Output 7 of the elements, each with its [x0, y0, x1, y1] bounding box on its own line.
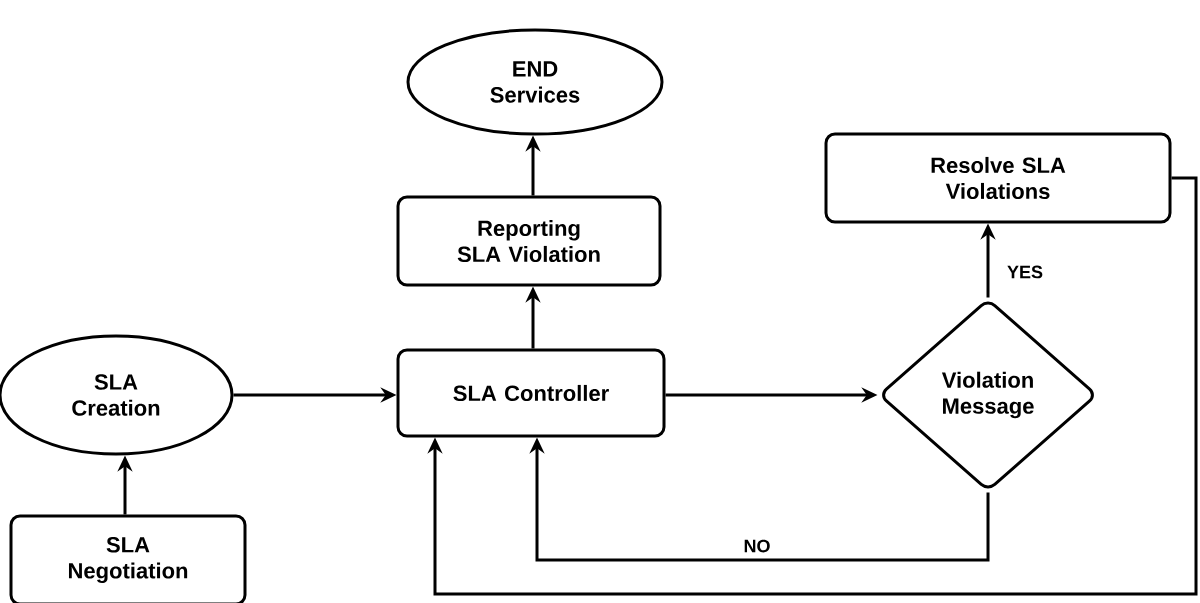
process-box: Resolve SLA Violations: [824, 132, 1172, 224]
process-box: SLA Negotiation: [9, 514, 247, 603]
process-box: Reporting SLA Violation: [396, 195, 662, 287]
edge-label: NO: [741, 537, 773, 555]
edge-label: YES: [1005, 263, 1045, 281]
process-box: SLA Controller: [396, 348, 666, 438]
arrow: [427, 176, 1198, 596]
